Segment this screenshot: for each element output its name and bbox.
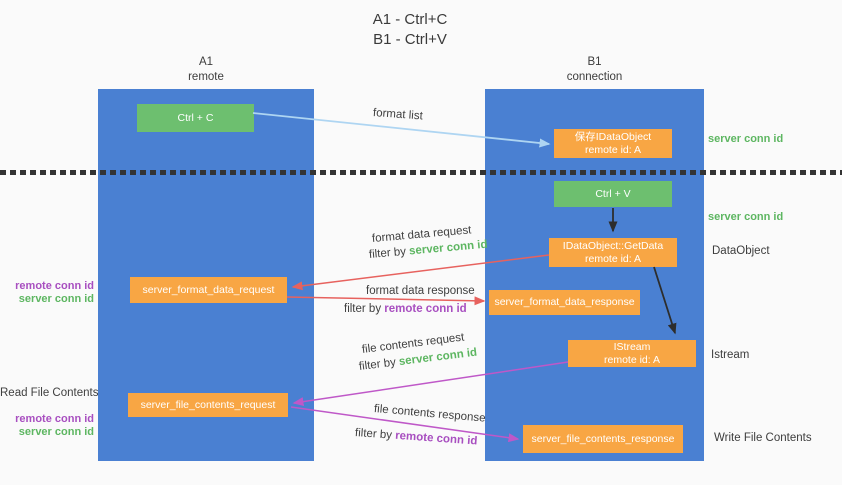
filter-by-text-1: filter by <box>368 245 410 261</box>
server-format-data-response-node: server_format_data_response <box>489 290 640 315</box>
lane-b1-sub: connection <box>566 71 623 83</box>
server-file-contents-request-node: server_file_contents_request <box>128 393 288 417</box>
title-line-1: A1 - Ctrl+C <box>372 11 448 28</box>
ctrl-c-label: Ctrl + C <box>177 111 214 124</box>
write-file-contents-label: Write File Contents <box>714 432 812 444</box>
ctrl-v-node: Ctrl + V <box>554 181 672 207</box>
left-remote-conn-id-top: remote conn id <box>15 280 94 292</box>
read-file-contents-label: Read File Contents <box>0 387 99 399</box>
remote-conn-id-text-4: remote conn id <box>394 429 478 448</box>
istream-side-label: Istream <box>711 349 750 361</box>
getdata-line1: IDataObject::GetData <box>562 239 664 252</box>
server-file-contents-response-node: server_file_contents_response <box>523 425 683 453</box>
ctrl-v-label: Ctrl + V <box>595 187 631 200</box>
title-line-2: B1 - Ctrl+V <box>373 31 447 48</box>
istream-node: IStream remote id: A <box>568 340 696 367</box>
getdata-line2: remote id: A <box>584 252 642 265</box>
diagram-title: A1 - Ctrl+C B1 - Ctrl+V <box>260 10 560 50</box>
filter-by-text-3: filter by <box>358 356 400 373</box>
left-remote-conn-id-bottom: remote conn id <box>15 413 94 425</box>
format-list-label: format list <box>372 107 424 123</box>
dataobject-label: DataObject <box>712 245 770 257</box>
file-response-label: server_file_contents_response <box>531 432 675 445</box>
server-conn-id-text-1: server conn id <box>408 238 488 258</box>
file-contents-response-label: file contents response <box>373 403 486 425</box>
istream-line2: remote id: A <box>603 353 661 366</box>
idataobject-getdata-node: IDataObject::GetData remote id: A <box>549 238 677 267</box>
filter-by-text-4: filter by <box>354 427 396 442</box>
format-request-label: server_format_data_request <box>142 283 275 296</box>
right-server-conn-id-mid: server conn id <box>708 211 784 223</box>
session-divider-dotted-line <box>0 170 842 175</box>
lane-a1-name: A1 <box>198 56 214 68</box>
lane-header-b1: B1 connection <box>485 55 704 85</box>
filter-by-remote-conn-id-label-1: filter by remote conn id <box>344 303 467 315</box>
lane-b1-name: B1 <box>587 56 602 68</box>
save-idataobject-line2: remote id: A <box>584 143 642 156</box>
server-format-data-request-node: server_format_data_request <box>130 277 287 303</box>
save-idataobject-line1: 保存IDataObject <box>574 130 652 143</box>
right-server-conn-id-top: server conn id <box>708 133 784 145</box>
ctrl-c-node: Ctrl + C <box>137 104 254 132</box>
format-data-response-label: format data response <box>366 285 475 297</box>
save-idataobject-node: 保存IDataObject remote id: A <box>554 129 672 158</box>
format-response-label: server_format_data_response <box>494 296 635 308</box>
file-request-label: server_file_contents_request <box>140 398 276 411</box>
istream-line1: IStream <box>613 340 651 353</box>
remote-conn-id-text-2: remote conn id <box>384 303 467 315</box>
left-server-conn-id-top: server conn id <box>18 293 94 305</box>
lane-a1-sub: remote <box>188 71 224 83</box>
format-data-response-arrow <box>286 296 486 306</box>
lane-header-a1: A1 remote <box>98 55 314 85</box>
filter-by-text-2: filter by <box>344 303 385 315</box>
left-server-conn-id-bottom: server conn id <box>18 426 94 438</box>
filter-by-remote-conn-id-label-2: filter by remote conn id <box>355 427 478 448</box>
